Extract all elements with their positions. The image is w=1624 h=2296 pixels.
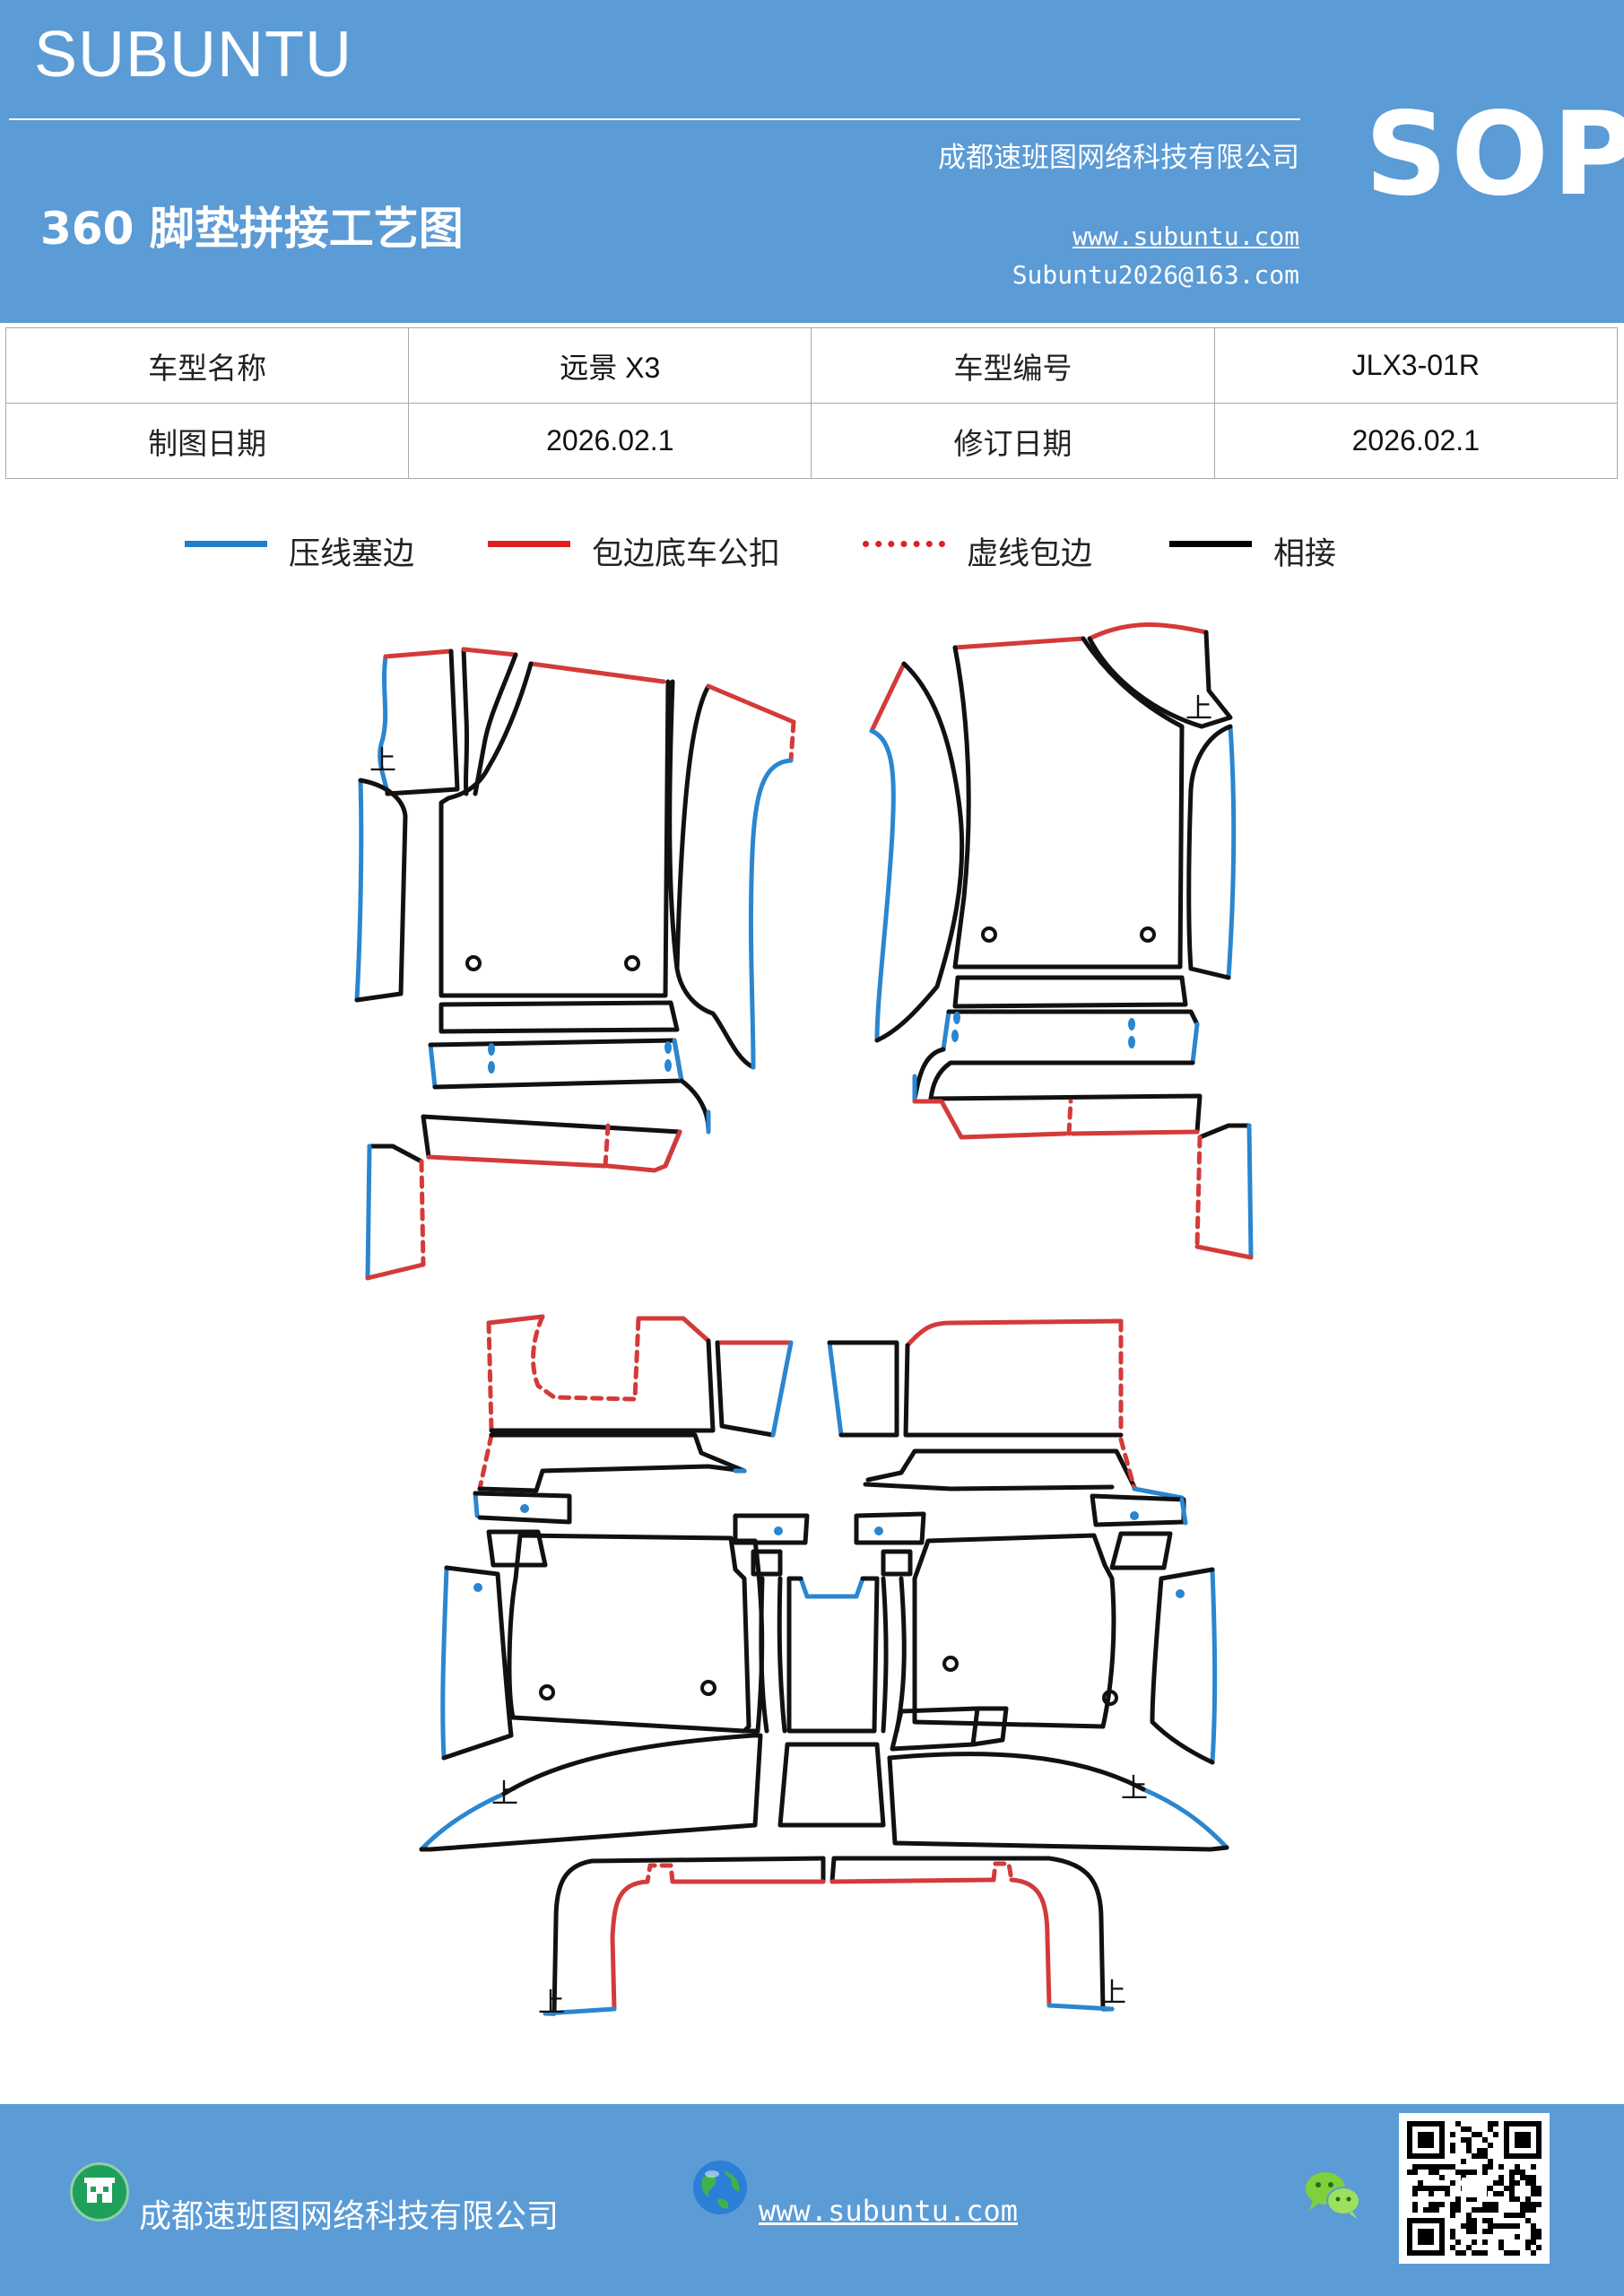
label-model-name: 车型名称 bbox=[4, 327, 410, 404]
legend-label: 相接 bbox=[1273, 536, 1337, 572]
wechat-icon[interactable] bbox=[1302, 2167, 1365, 2221]
building-icon bbox=[70, 2162, 129, 2222]
label-model-code: 车型编号 bbox=[811, 327, 1215, 404]
value-revise-date: 2026.02.1 bbox=[1213, 403, 1619, 479]
header-divider bbox=[9, 118, 1300, 120]
legend-label: 虚线包边 bbox=[967, 536, 1093, 572]
header-website-link[interactable]: www.subuntu.com bbox=[1073, 222, 1299, 251]
up-mark: 上 bbox=[491, 1779, 518, 1810]
rear-right-mat-group: 上 bbox=[827, 1318, 1229, 1852]
table-row: 制图日期 2026.02.1 修订日期 2026.02.1 bbox=[4, 403, 1619, 479]
vehicle-info-table: 车型名称 远景 X3 车型编号 JLX3-01R 制图日期 2026.02.1 … bbox=[4, 327, 1619, 479]
line-legend: 压线塞边 包边底车公扣 虚线包边 相接 bbox=[0, 525, 1624, 572]
qr-code-icon[interactable] bbox=[1399, 2113, 1550, 2264]
globe-icon bbox=[690, 2158, 750, 2217]
center-hump-group bbox=[733, 1511, 926, 1828]
up-mark: 上 bbox=[1185, 693, 1212, 725]
legend-swatch-red-dashed bbox=[863, 541, 945, 547]
up-mark: 上 bbox=[1121, 1773, 1148, 1805]
header-email[interactable]: Subuntu2026@163.com bbox=[1012, 260, 1299, 290]
legend-label: 包边底车公扣 bbox=[592, 536, 781, 572]
sop-badge: SOP bbox=[1365, 88, 1624, 222]
front-left-mat-group: 上 bbox=[354, 647, 796, 1281]
front-right-mat-group: 上 bbox=[869, 622, 1254, 1260]
footer-website-link[interactable]: www.subuntu.com bbox=[759, 2194, 1018, 2228]
label-revise-date: 修订日期 bbox=[811, 403, 1215, 479]
legend-label: 压线塞边 bbox=[289, 536, 415, 572]
footer-banner: 成都速班图网络科技有限公司 www.subuntu.com bbox=[0, 2104, 1624, 2296]
value-model-name: 远景 X3 bbox=[408, 327, 812, 404]
up-mark: 上 bbox=[538, 1987, 565, 2019]
legend-swatch-red-solid bbox=[488, 541, 570, 547]
legend-swatch-blue-solid bbox=[185, 541, 267, 547]
table-row: 车型名称 远景 X3 车型编号 JLX3-01R bbox=[4, 327, 1619, 404]
floor-mat-diagram: .k { stroke:#111; } .b { stroke:#2a86d0;… bbox=[354, 622, 1254, 2019]
rear-floor-group: 上 上 bbox=[538, 1856, 1126, 2019]
header-banner: SUBUNTU 成都速班图网络科技有限公司 360 脚垫拼接工艺图 www.su… bbox=[0, 0, 1624, 323]
legend-swatch-black-solid bbox=[1169, 541, 1252, 547]
brand-name: SUBUNTU bbox=[34, 19, 353, 91]
rear-left-mat-group: 上 bbox=[419, 1314, 794, 1852]
value-draw-date: 2026.02.1 bbox=[408, 403, 812, 479]
up-mark: 上 bbox=[369, 745, 396, 777]
up-mark: 上 bbox=[1099, 1978, 1126, 2009]
document-title: 360 脚垫拼接工艺图 bbox=[40, 203, 464, 255]
label-draw-date: 制图日期 bbox=[4, 403, 410, 479]
footer-company: 成都速班图网络科技有限公司 bbox=[139, 2198, 560, 2235]
value-model-code: JLX3-01R bbox=[1213, 327, 1619, 404]
header-company: 成都速班图网络科技有限公司 bbox=[938, 142, 1299, 174]
